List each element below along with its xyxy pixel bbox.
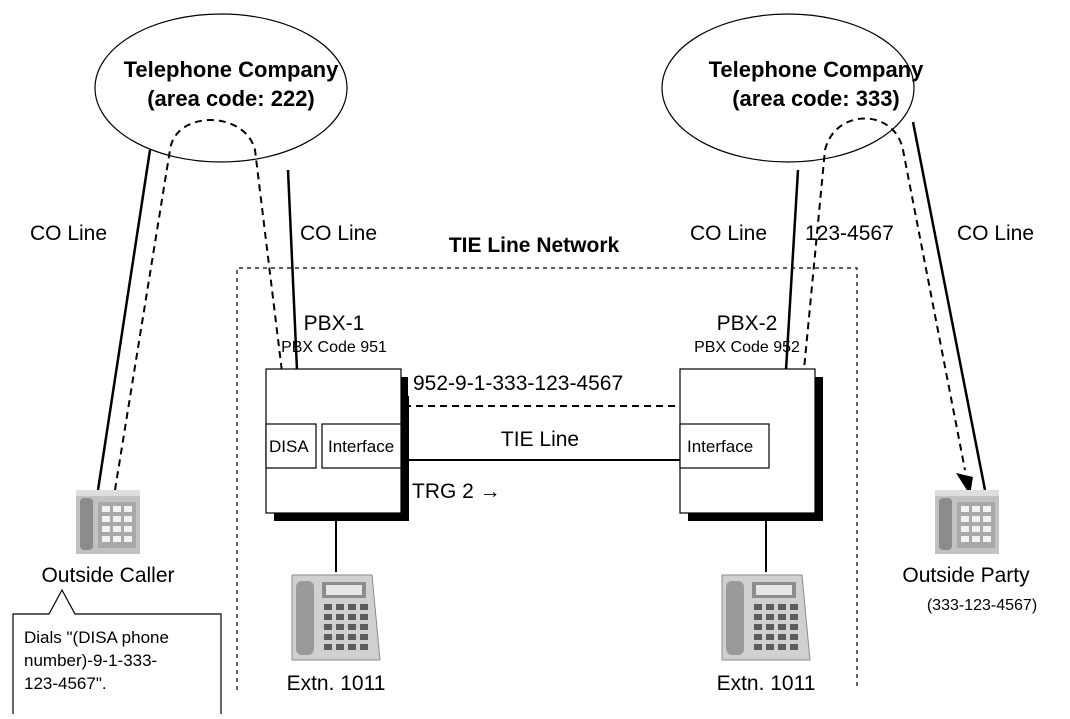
telco-left-area: (area code: 222) xyxy=(147,86,315,111)
co-line-label-4: CO Line xyxy=(957,222,1034,245)
telco-right-area: (area code: 333) xyxy=(732,86,900,111)
tie-network-boundary xyxy=(236,267,858,690)
pbx-1-name: PBX-1 xyxy=(304,312,365,335)
pbx-2: PBX-2 PBX Code 952 Interface xyxy=(679,312,823,521)
phone-number-label: 123-4567 xyxy=(805,222,894,245)
pbx-1-interface-module xyxy=(321,423,402,469)
disa-module xyxy=(265,423,317,469)
extension-right-label: Extn. 1011 xyxy=(717,672,816,695)
callout-line-3: 123-4567". xyxy=(24,674,107,693)
co-line-right-outer xyxy=(911,121,987,491)
co-line-left-outer xyxy=(96,149,152,491)
tie-network-title: TIE Line Network xyxy=(449,234,620,257)
outside-caller-label: Outside Caller xyxy=(41,564,174,587)
dial-callout-bubble xyxy=(12,588,222,714)
co-line-left-inner xyxy=(286,169,299,371)
co-line-right-inner xyxy=(784,169,800,371)
pbx-2-interface-module xyxy=(679,423,770,469)
tie-line-label: TIE Line xyxy=(501,428,579,451)
call-path-arrowhead xyxy=(956,473,973,495)
outside-party-label: Outside Party xyxy=(902,564,1030,587)
call-path-dashed xyxy=(114,117,966,491)
pbx-1: PBX-1 PBX Code 951 DISA Interface xyxy=(265,312,409,521)
pbx-2-interface-label: Interface xyxy=(687,437,753,456)
extension-phone-right-icon xyxy=(721,574,811,661)
trg-label: TRG 2 → xyxy=(412,480,501,503)
outside-caller-phone-icon xyxy=(76,490,140,554)
disa-label: DISA xyxy=(269,437,309,456)
callout-line-1: Dials "(DISA phone xyxy=(24,628,169,647)
outside-party-number: (333-123-4567) xyxy=(927,597,1037,614)
co-line-label-2: CO Line xyxy=(300,222,377,245)
co-line-label-1: CO Line xyxy=(30,222,107,245)
telco-right-title: Telephone Company xyxy=(709,57,924,82)
outside-party-phone-icon xyxy=(935,490,999,554)
pbx-2-code: PBX Code 952 xyxy=(694,339,800,356)
co-line-label-3: CO Line xyxy=(690,222,767,245)
telco-left-cloud: Telephone Company (area code: 222) xyxy=(94,13,348,163)
telco-right-cloud: Telephone Company (area code: 333) xyxy=(661,13,924,163)
pbx-1-code: PBX Code 951 xyxy=(281,339,387,356)
dial-string-label: 952-9-1-333-123-4567 xyxy=(413,372,623,395)
extension-phone-left-icon xyxy=(291,574,381,661)
extension-left-label: Extn. 1011 xyxy=(287,672,386,695)
pbx-2-name: PBX-2 xyxy=(717,312,778,335)
telco-left-title: Telephone Company xyxy=(124,57,339,82)
pbx-1-interface-label: Interface xyxy=(328,437,394,456)
callout-line-2: number)-9-1-333- xyxy=(24,651,157,670)
